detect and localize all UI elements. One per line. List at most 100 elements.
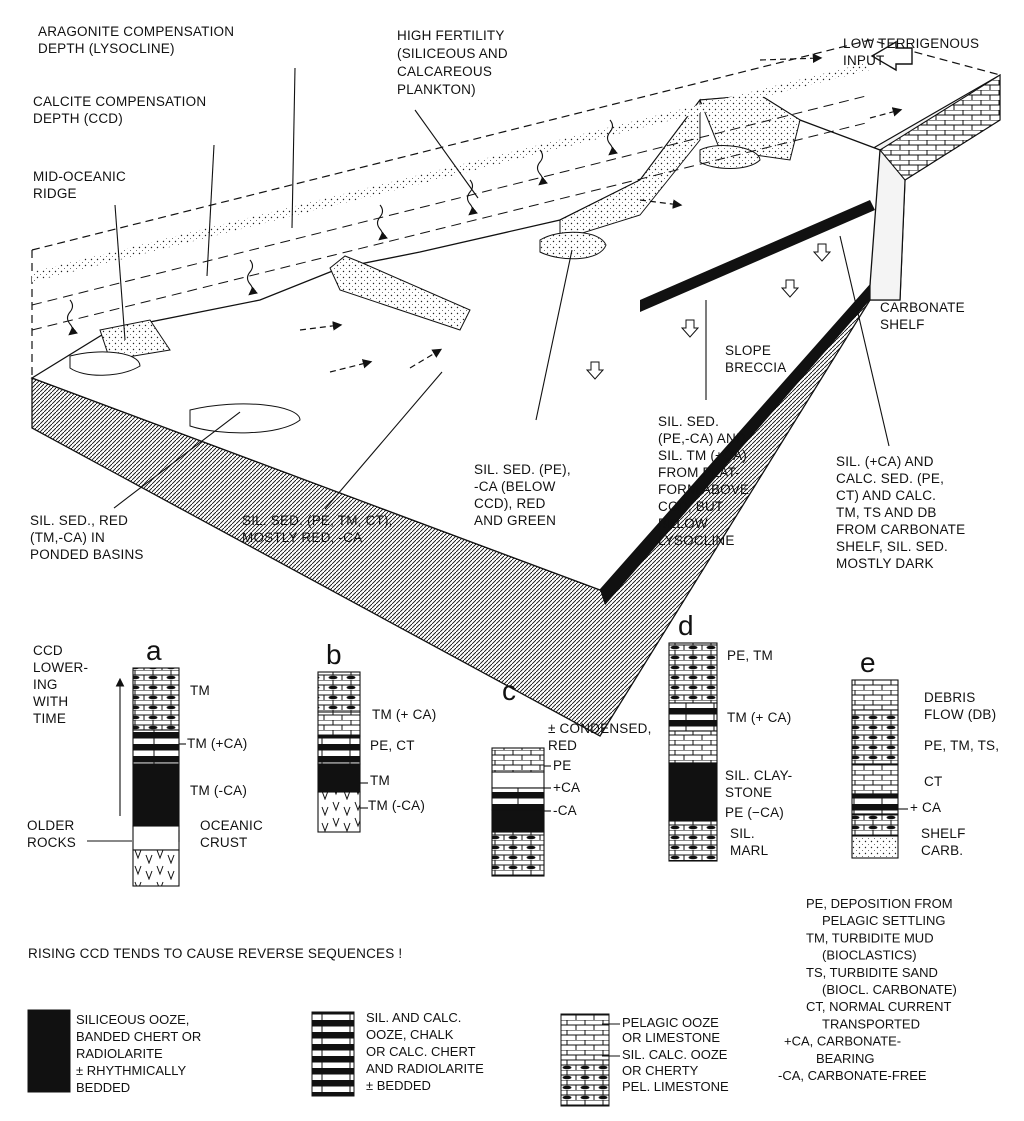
rising-ccd-note: RISING CCD TENDS TO CAUSE REVERSE SEQUEN… xyxy=(28,946,402,961)
current-arrow xyxy=(409,348,443,369)
col-b-tm-label: TM xyxy=(370,773,390,788)
water-top-edge xyxy=(31,39,1001,251)
fertility-label-line-3: CALCAREOUS xyxy=(397,64,492,79)
scarp-stipple-2 xyxy=(329,255,471,331)
column-d-layer-2 xyxy=(668,702,718,732)
condensed-red-label-line-1: ± CONDENSED, xyxy=(548,721,652,736)
site-c-caption-line-1: SIL. SED. (PE), xyxy=(474,462,571,477)
older-rocks-label-line-2: ROCKS xyxy=(27,835,76,850)
oceanic-crust-label-line-1: OCEANIC xyxy=(200,818,263,833)
column-c-layer-1 xyxy=(491,747,545,773)
subsidence-arrow xyxy=(680,319,700,338)
shelf-carb-label-line-2: CARB. xyxy=(921,843,963,858)
breccia-label-line-1: SLOPE xyxy=(725,343,771,358)
ponded-basin-2 xyxy=(69,351,141,376)
abbreviation-line-1: PE, DEPOSITION FROM xyxy=(806,896,953,911)
col-a-tm-plus-label: TM (+CA) xyxy=(187,736,247,751)
site-e-caption-line-2: CALC. SED. (PE, xyxy=(836,471,944,486)
column-a xyxy=(132,667,180,887)
legend-siliceous-text-line-4: ± RHYTHMICALLY xyxy=(76,1063,187,1078)
legend-pelagic-text-line-1: PELAGIC OOZE xyxy=(622,1015,719,1030)
col-c-plus-ca-label: +CA xyxy=(553,780,580,795)
abbreviation-line-6: (BIOCL. CARBONATE) xyxy=(822,982,957,997)
column-e-layer-5 xyxy=(851,813,899,837)
col-c-minus-ca-label: -CA xyxy=(553,803,577,818)
site-c-caption-line-3: CCD), RED xyxy=(474,496,546,511)
current-arrow xyxy=(869,107,903,119)
column-b-layer-4 xyxy=(317,763,361,793)
site-c-leader xyxy=(535,249,573,421)
fan-2 xyxy=(699,144,761,169)
column-a-letter: a xyxy=(146,635,162,666)
column-b xyxy=(317,671,361,833)
slope-breccia-band xyxy=(640,200,875,312)
site-d-caption-line-1: SIL. SED. xyxy=(658,414,719,429)
site-d-caption-line-3: SIL. TM (+CA) xyxy=(658,448,747,463)
col-a-tm-minus-label: TM (-CA) xyxy=(190,783,247,798)
col-a-tm-label: TM xyxy=(190,683,210,698)
legend-silcalcooze-text-line-3: PEL. LIMESTONE xyxy=(622,1079,729,1094)
site-e-caption-line-3: CT) AND CALC. xyxy=(836,488,936,503)
ccd-lowering-label-line-5: TIME xyxy=(33,711,66,726)
sil-claystone-label-line-1: SIL. CLAY- xyxy=(725,768,792,783)
front-base-band xyxy=(600,285,870,605)
col-b-pe-ct-label: PE, CT xyxy=(370,738,415,753)
fertility-leader xyxy=(414,109,479,199)
column-c-letter: c xyxy=(502,675,516,706)
site-a-leader xyxy=(113,411,241,509)
ccd-lowering-label-line-2: LOWER- xyxy=(33,660,88,675)
debris-flow-label-line-1: DEBRIS xyxy=(924,690,975,705)
ccd-lowering-label-line-4: WITH xyxy=(33,694,68,709)
col-c-pe-label: PE xyxy=(553,758,571,773)
abbreviation-line-7: CT, NORMAL CURRENT xyxy=(806,999,951,1014)
column-d xyxy=(668,642,718,862)
column-e-letter: e xyxy=(860,647,876,678)
column-b-layer-3 xyxy=(317,735,361,765)
site-c-caption-line-2: -CA (BELOW xyxy=(474,479,556,494)
carbonate-shelf-top xyxy=(879,74,1001,181)
abbreviation-line-5: TS, TURBIDITE SAND xyxy=(806,965,938,980)
abbreviation-line-2: PELAGIC SETTLING xyxy=(822,913,946,928)
column-b-layer-1 xyxy=(317,671,361,713)
site-b-caption-line-2: MOSTLY RED, -CA xyxy=(242,530,362,545)
site-b-leader xyxy=(324,371,443,510)
calcite-leader xyxy=(206,144,215,277)
site-d-caption-line-8: LYSOCLINE xyxy=(658,533,735,548)
aragonite-leader xyxy=(291,67,296,229)
current-arrow xyxy=(759,53,823,64)
particle-rain-arrow xyxy=(246,259,258,296)
legend-siliceous-text-line-3: RADIOLARITE xyxy=(76,1046,163,1061)
column-a-layer-4 xyxy=(132,825,180,851)
ccd-lowering-label-line-1: CCD xyxy=(33,643,63,658)
column-c-layer-5 xyxy=(491,831,545,877)
abbreviation-line-9: +CA, CARBONATE- xyxy=(784,1034,901,1049)
legend-silcalc-text-line-5: ± BEDDED xyxy=(366,1078,431,1093)
column-e-layer-4 xyxy=(851,793,899,815)
column-d-layer-1 xyxy=(668,642,718,704)
ridge-stipple xyxy=(99,319,171,361)
shelf-label-line-1: CARBONATE xyxy=(880,300,965,315)
column-c-layer-2 xyxy=(491,771,545,789)
column-d-layer-3 xyxy=(668,730,718,764)
legend-silcalc-text-line-4: AND RADIOLARITE xyxy=(366,1061,484,1076)
site-e-caption-line-6: SHELF, SIL. SED. xyxy=(836,539,948,554)
site-d-caption-line-2: (PE,-CA) AND xyxy=(658,431,746,446)
shelf-label-line-2: SHELF xyxy=(880,317,925,332)
col-b-tm-plus-label: TM (+ CA) xyxy=(372,707,436,722)
oceanic-crust-label-line-2: CRUST xyxy=(200,835,248,850)
site-b-caption-line-1: SIL. SED. (PE, TM, CT), xyxy=(242,513,393,528)
site-d-caption-line-6: CCD, BUT xyxy=(658,499,723,514)
fertility-label-line-1: HIGH FERTILITY xyxy=(397,28,505,43)
column-c-layer-4 xyxy=(491,809,545,833)
subsidence-arrow xyxy=(780,279,800,298)
legend-silcalc-text-line-3: OR CALC. CHERT xyxy=(366,1044,476,1059)
subsidence-arrow xyxy=(812,243,832,262)
calcite-label-line-1: CALCITE COMPENSATION xyxy=(33,94,206,109)
legend-pelagic-text-line-2: OR LIMESTONE xyxy=(622,1030,720,1045)
column-b-layer-2 xyxy=(317,711,361,737)
current-arrow xyxy=(299,321,343,331)
lithology-legend: RISING CCD TENDS TO CAUSE REVERSE SEQUEN… xyxy=(27,896,957,1107)
fan-1 xyxy=(539,231,607,260)
